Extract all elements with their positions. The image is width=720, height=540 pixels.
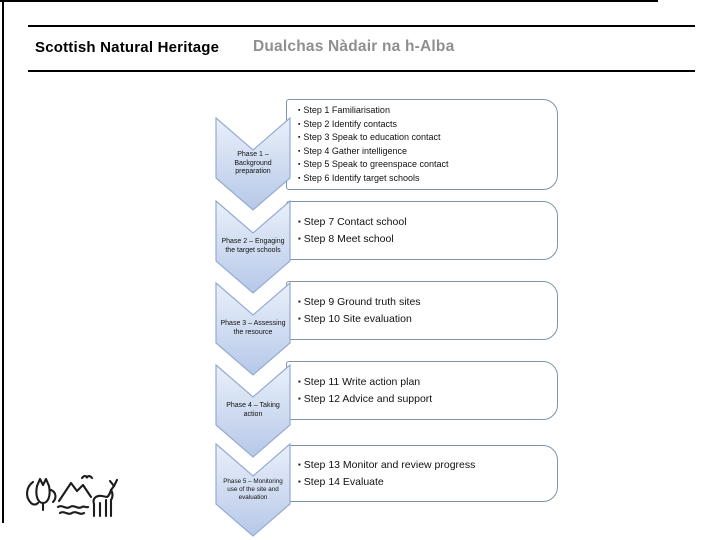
- step-text: Step 8 Meet school: [303, 232, 394, 245]
- step-item: ▪Step 7 Contact school: [298, 214, 549, 231]
- phase-chevron-5: Phase 5 – Monitoring use of the site and…: [215, 443, 291, 537]
- steps-box-phase-5: ▪Step 13 Monitor and review progress ▪St…: [286, 445, 558, 502]
- bullet-icon: ▪: [298, 174, 301, 182]
- step-item: ▪Step 11 Write action plan: [298, 374, 549, 391]
- phase-label: Phase 1 – Background preparation: [234, 151, 272, 176]
- phase-label: Phase 4 – Taking action: [226, 402, 280, 418]
- step-item: ▪Step 1 Familiarisation: [298, 104, 549, 118]
- step-item: ▪Step 6 Identify target schools: [298, 172, 549, 186]
- chevron-down-arrow-icon: [215, 117, 291, 211]
- page-subtitle-gaelic: Dualchas Nàdair na h-Alba: [253, 38, 455, 55]
- bullet-icon: ▪: [298, 134, 301, 141]
- phase-label: Phase 5 – Monitoring use of the site and…: [223, 478, 283, 501]
- step-text: Step 2 Identify contacts: [303, 118, 397, 129]
- step-text: Step 4 Gather intelligence: [303, 145, 407, 156]
- phase-label: Phase 3 – Assessing the resource: [220, 320, 286, 336]
- step-item: ▪Step 10 Site evaluation: [298, 311, 549, 328]
- step-text: Step 3 Speak to education contact: [303, 132, 441, 142]
- step-item: ▪Step 2 Identify contacts: [298, 118, 549, 132]
- header-rule-top: [28, 25, 695, 27]
- bullet-icon: ▪: [298, 393, 301, 403]
- step-item: ▪Step 3 Speak to education contact: [298, 131, 549, 145]
- step-item: ▪Step 9 Ground truth sites: [298, 294, 549, 311]
- step-text: Step 6 Identify target schools: [303, 172, 420, 183]
- bullet-icon: ▪: [298, 476, 301, 486]
- bird-icon: [80, 475, 94, 480]
- chevron-down-arrow-icon: [215, 282, 291, 376]
- bullet-icon: ▪: [298, 233, 301, 243]
- bullet-icon: ▪: [298, 460, 301, 469]
- step-item: ▪Step 14 Evaluate: [298, 474, 549, 491]
- steps-box-phase-2: ▪Step 7 Contact school ▪Step 8 Meet scho…: [286, 201, 558, 260]
- bullet-icon: ▪: [298, 313, 301, 323]
- step-item: ▪Step 8 Meet school: [298, 231, 549, 248]
- bullet-icon: ▪: [298, 161, 301, 168]
- thistle-crown: [35, 477, 51, 488]
- chevron-down-arrow-icon: [215, 200, 291, 294]
- bullet-icon: ▪: [298, 107, 301, 114]
- phase-chevron-2: Phase 2 – Engaging the target schools: [215, 200, 291, 294]
- thistle-leaf-left: [26, 480, 40, 506]
- phase-label: Phase 2 – Engaging the target schools: [221, 238, 285, 254]
- step-text: Step 10 Site evaluation: [303, 312, 412, 325]
- steps-box-phase-3: ▪Step 9 Ground truth sites ▪Step 10 Site…: [286, 281, 558, 340]
- chevron-down-arrow-icon: [215, 443, 291, 537]
- bullet-icon: ▪: [298, 147, 301, 155]
- bullet-icon: ▪: [298, 120, 301, 128]
- deer-front: [109, 488, 114, 518]
- bullet-icon: ▪: [298, 297, 301, 306]
- thistle-leaf-right: [49, 488, 57, 504]
- step-item: ▪Step 13 Monitor and review progress: [298, 457, 549, 474]
- step-text: Step 1 Familiarisation: [303, 105, 390, 115]
- page-title: Scottish Natural Heritage: [35, 39, 220, 56]
- steps-box-phase-4: ▪Step 11 Write action plan ▪Step 12 Advi…: [286, 361, 558, 420]
- mountains: [57, 481, 93, 503]
- step-text: Step 9 Ground truth sites: [303, 296, 421, 308]
- phase-chevron-1: Phase 1 – Background preparation: [215, 117, 291, 211]
- step-item: ▪Step 12 Advice and support: [298, 391, 549, 408]
- steps-box-phase-1: ▪Step 1 Familiarisation ▪Step 2 Identify…: [286, 99, 558, 190]
- phase-chevron-3: Phase 3 – Assessing the resource: [215, 282, 291, 376]
- step-text: Step 14 Evaluate: [303, 475, 384, 488]
- phase-chevron-4: Phase 4 – Taking action: [215, 364, 291, 458]
- step-text: Step 7 Contact school: [303, 216, 407, 228]
- step-text: Step 11 Write action plan: [303, 376, 421, 388]
- step-item: ▪Step 5 Speak to greenspace contact: [298, 158, 549, 172]
- step-text: Step 13 Monitor and review progress: [303, 459, 476, 471]
- bullet-icon: ▪: [298, 377, 301, 386]
- header-rule-bottom: [28, 70, 695, 72]
- thistle-cup: [35, 484, 51, 505]
- step-text: Step 5 Speak to greenspace contact: [303, 159, 449, 169]
- chevron-down-arrow-icon: [215, 364, 291, 458]
- deer-antler: [112, 478, 118, 488]
- wave-line-2: [58, 511, 86, 515]
- frame-edge-left: [2, 0, 4, 523]
- snh-logo: [26, 475, 118, 518]
- bullet-icon: ▪: [298, 217, 301, 226]
- wave-line-1: [56, 505, 90, 509]
- step-text: Step 12 Advice and support: [303, 392, 433, 405]
- deer-body: [92, 484, 116, 518]
- frame-edge-top: [0, 0, 658, 2]
- step-item: ▪Step 4 Gather intelligence: [298, 145, 549, 159]
